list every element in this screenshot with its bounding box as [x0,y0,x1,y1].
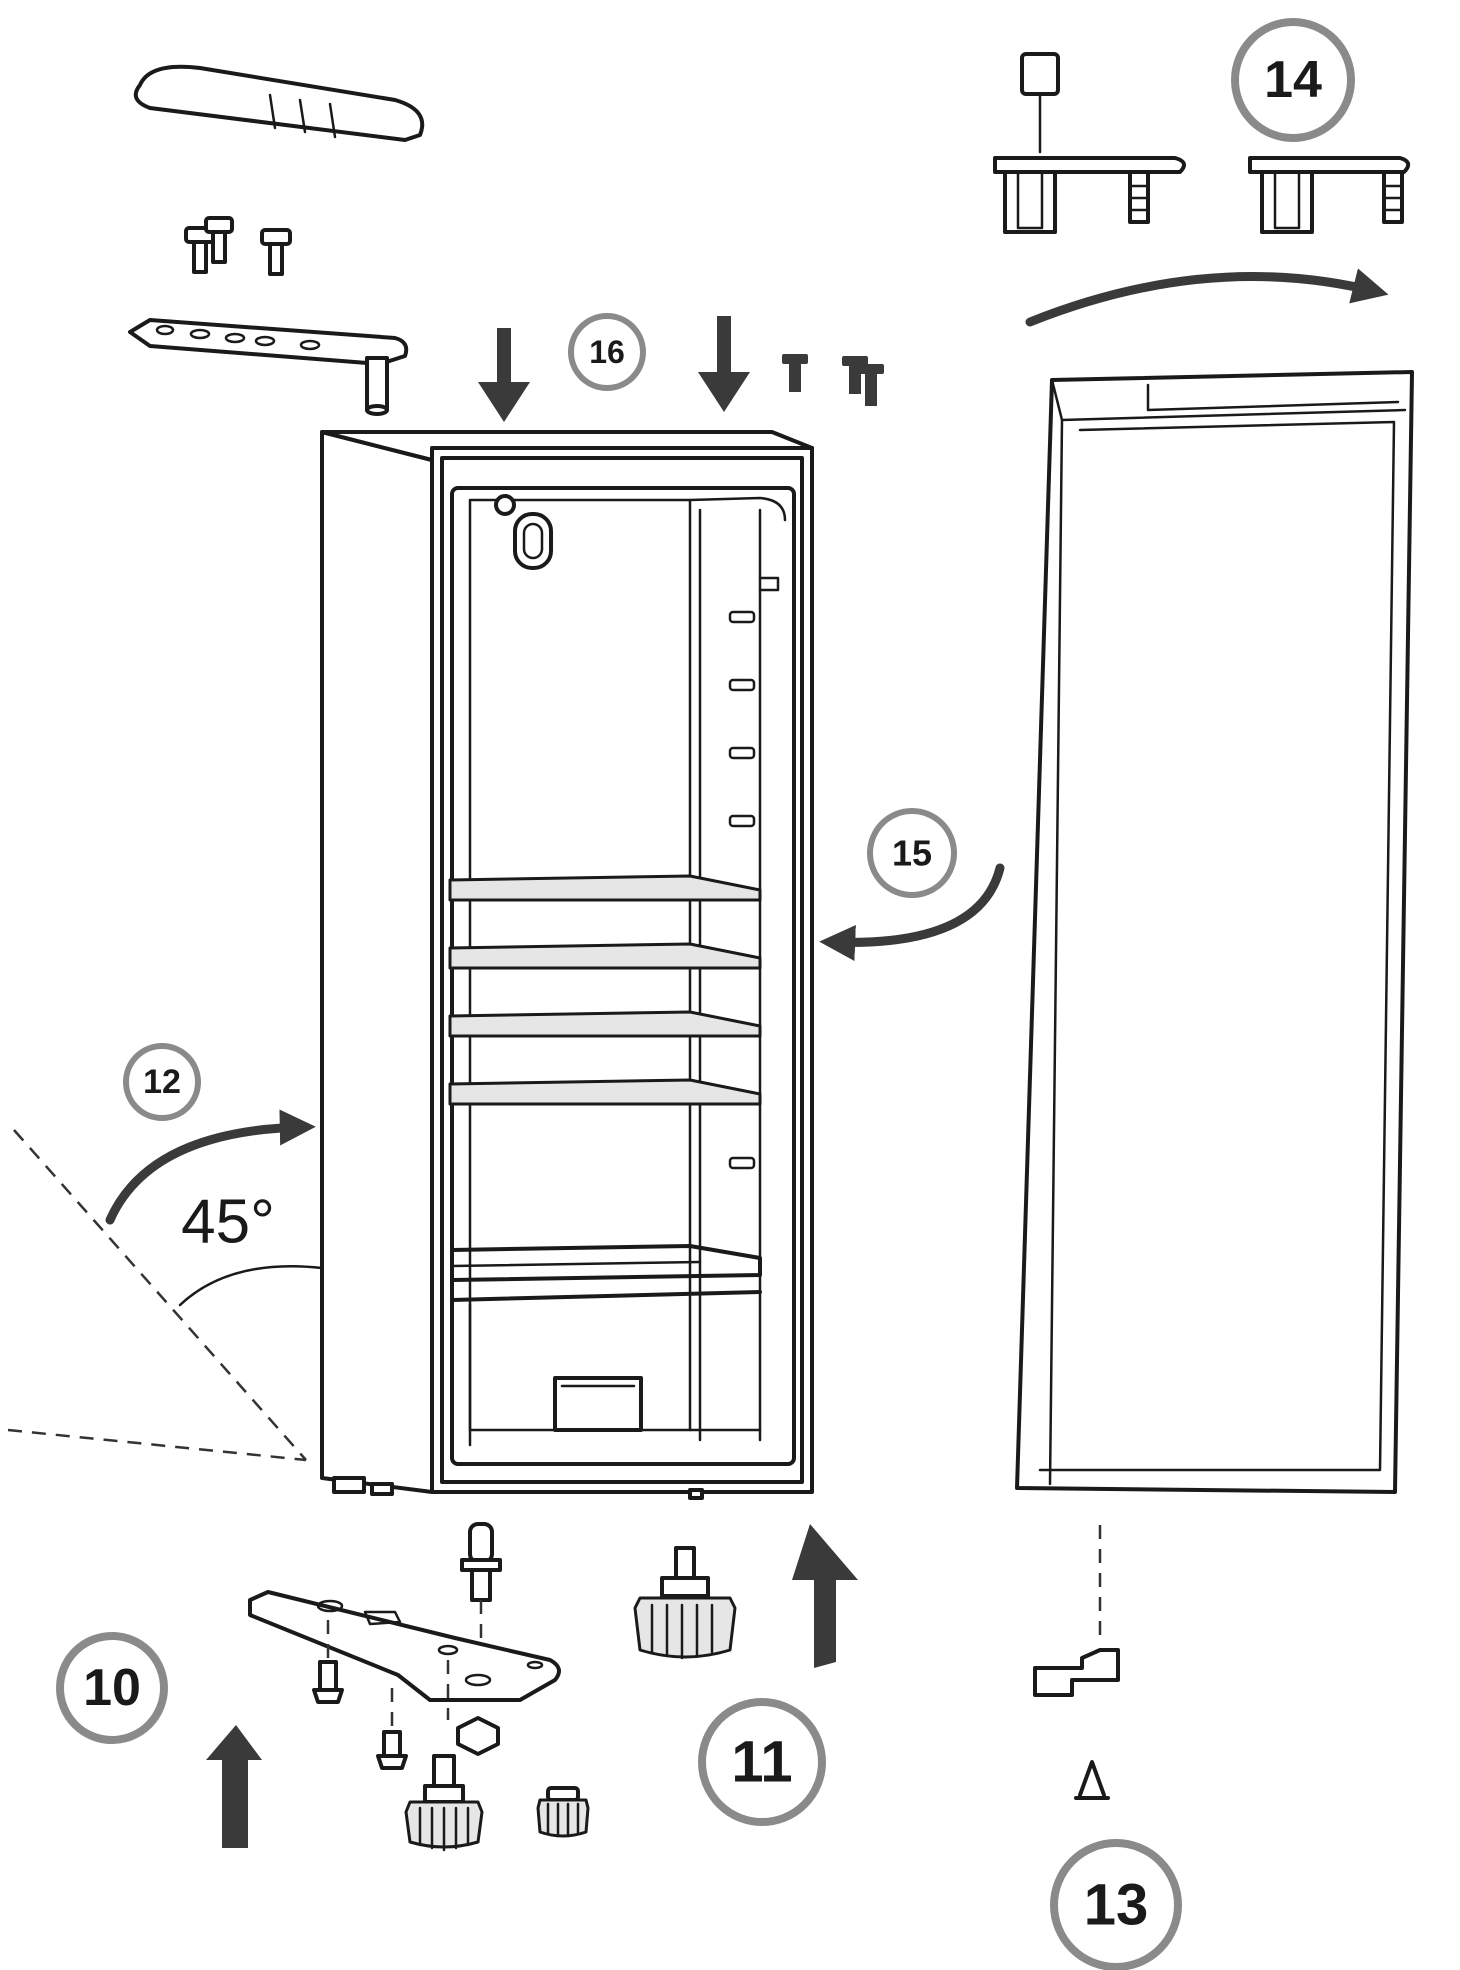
refrigerator-door [1015,370,1414,1494]
step-number: 12 [143,1063,181,1101]
step-badge-14: 14 [1231,18,1355,142]
down-arrow-right [698,316,750,412]
up-arrow-left [206,1725,262,1848]
step-badge-15: 15 [867,808,957,898]
leveling-foot-center [633,1546,737,1660]
bottom-door-bracket [1033,1525,1120,1800]
spare-foot-cap [536,1786,590,1838]
leveling-foot-bottom-left [404,1754,484,1852]
step-badge-11: 11 [698,1698,826,1826]
hinge-pin [460,1522,502,1640]
door-swap-arrow [1025,268,1389,327]
hole-cover-caps [782,354,884,406]
glass-shelves [448,874,762,1106]
step-number: 11 [731,1730,792,1795]
angle-label: 45° [181,1188,275,1257]
step-badge-12: 12 [123,1043,201,1121]
tilt-arrow [105,1109,316,1225]
top-hinge-screws [184,216,292,276]
crisper-drawer [450,1244,762,1432]
tilt-angle-indicator: 45° [7,1129,324,1462]
step-number: 13 [1084,1873,1149,1938]
step-number: 14 [1264,51,1322,109]
step-number: 10 [83,1659,141,1717]
top-hinge-cover [133,64,425,142]
refrigerator-cabinet [320,430,814,1500]
bottom-hinge-screws [312,1620,500,1770]
reattach-door-arrow [819,863,1005,961]
step-badge-13: 13 [1050,1839,1182,1970]
step-number: 15 [892,833,932,874]
top-hinge-plate [128,318,409,416]
shelf-rail-slots [728,610,756,1170]
step-badge-10: 10 [56,1632,168,1744]
step-number: 16 [589,334,625,370]
up-arrow-center [792,1524,858,1668]
bottom-hinge-plate [248,1590,561,1702]
step-badge-16: 16 [568,313,646,391]
down-arrow-left [478,328,530,422]
door-hinge-caps [993,52,1411,234]
